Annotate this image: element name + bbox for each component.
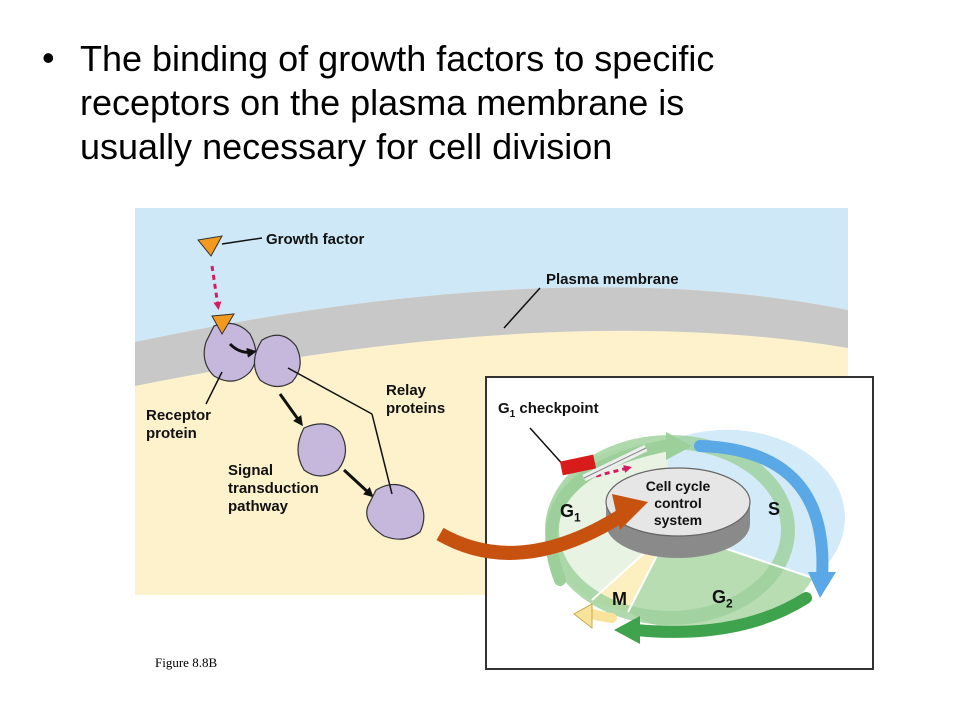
s-phase-label: S <box>768 499 781 519</box>
g1-arrowhead <box>666 432 692 460</box>
checkpoint-gate <box>559 454 597 476</box>
plasma-membrane-label: Plasma membrane <box>546 271 679 288</box>
checkpoint-signal-arrow <box>595 465 632 478</box>
headline-line: The binding of growth factors to specifi… <box>80 38 715 79</box>
transduction-arrow-2 <box>342 468 374 498</box>
signal-arrowhead <box>612 494 648 530</box>
m-arrowhead <box>573 603 593 630</box>
checkpoint-leader <box>529 427 567 469</box>
g2-phase-label: G2 <box>712 587 733 611</box>
bullet-point: • <box>42 37 55 78</box>
g2-phase-arrow <box>630 592 812 638</box>
bound-growth-factor-icon <box>211 313 235 335</box>
plasma-membrane <box>135 287 848 386</box>
signal-to-control-arrow <box>436 508 628 560</box>
activation-arrow <box>228 342 257 358</box>
control-system-label: Cell cycle control system <box>645 478 711 528</box>
extracellular-region <box>135 208 848 342</box>
growth-factor-leader <box>221 237 263 245</box>
receptor-leader <box>205 371 223 405</box>
binding-arrow <box>210 265 222 310</box>
checkpoint-bar-outline <box>583 447 647 479</box>
control-system-disk <box>605 467 751 537</box>
g1-phase-label: G1 <box>560 501 581 525</box>
relay-protein-2 <box>297 423 347 477</box>
g1-checkpoint-label: G1 checkpoint <box>498 400 599 420</box>
relay-leader <box>287 367 373 415</box>
s-phase-arrow <box>694 440 829 584</box>
receptor-protein-shape <box>203 322 257 382</box>
relay-protein-3 <box>366 483 425 540</box>
headline-line: usually necessary for cell division <box>80 126 613 167</box>
growth-factor-label: Growth factor <box>266 231 365 248</box>
figure-caption: Figure 8.8B <box>155 655 218 670</box>
receptor-protein-label: Receptor protein <box>146 407 212 442</box>
m-phase-label: M <box>612 589 627 609</box>
relay-leader <box>371 413 393 495</box>
signal-transduction-label: Signal transduction pathway <box>228 462 319 515</box>
growth-factor-icon <box>197 235 223 257</box>
relay-proteins-label: Relay proteins <box>386 382 446 417</box>
s-arrowhead <box>808 572 836 598</box>
transduction-arrow-1 <box>278 393 303 427</box>
plasma-membrane-leader <box>503 287 541 329</box>
slide-headline: The binding of growth factors to specifi… <box>80 37 900 169</box>
g2-arrowhead <box>614 616 640 644</box>
relay-protein-1 <box>253 334 301 388</box>
headline-line: receptors on the plasma membrane is <box>80 82 685 123</box>
